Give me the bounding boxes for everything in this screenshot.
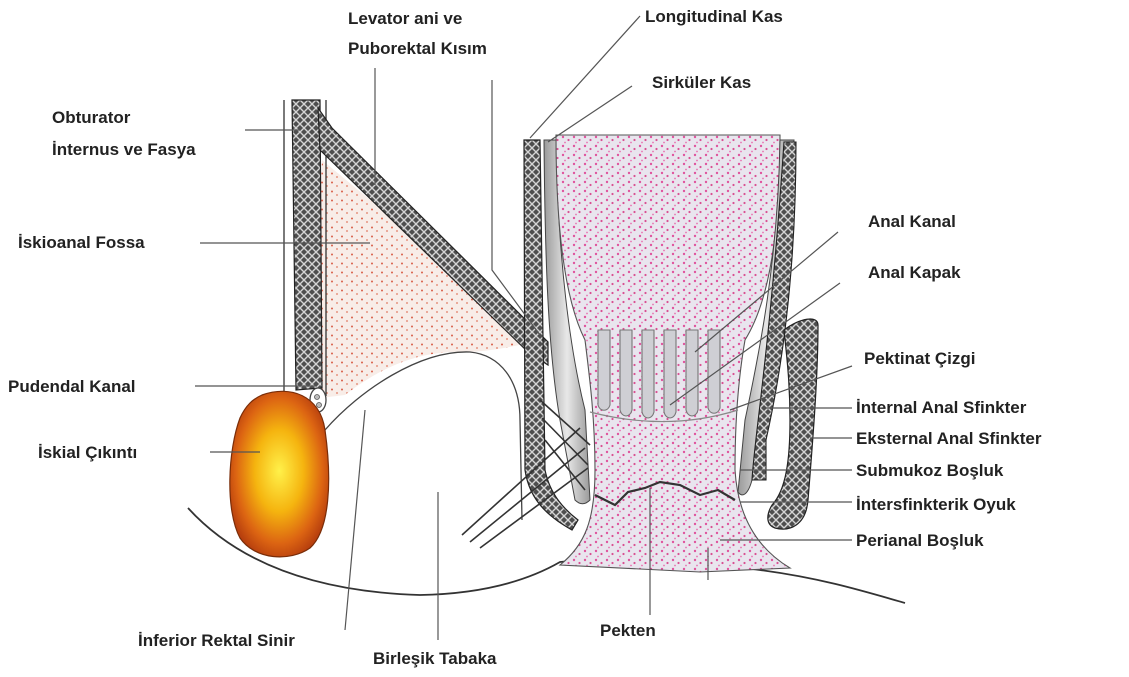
leader-longitudinal [530, 16, 640, 138]
label-iskial-cikinti: İskial Çıkıntı [38, 442, 137, 464]
ischial-tuberosity [230, 391, 329, 557]
label-internal-anal-sfinkter: İnternal Anal Sfinkter [856, 397, 1026, 419]
label-eksternal-anal-sfinkter: Eksternal Anal Sfinkter [856, 428, 1042, 450]
label-anal-kanal: Anal Kanal [868, 211, 956, 233]
label-perianal-bosluk: Perianal Boşluk [856, 530, 984, 552]
ischioanal-fossa-region [318, 160, 540, 398]
label-inferior-rektal-sinir: İnferior Rektal Sinir [138, 630, 295, 652]
label-pektinat-cizgi: Pektinat Çizgi [864, 348, 975, 370]
leader-sirkuler [548, 86, 632, 142]
label-pekten: Pekten [600, 620, 656, 642]
label-anal-kapak: Anal Kapak [868, 262, 961, 284]
label-sirkuler-kas: Sirküler Kas [652, 72, 751, 94]
label-intersfinkterik-oyuk: İntersfinkterik Oyuk [856, 494, 1016, 516]
label-iskioanal-fossa: İskioanal Fossa [18, 232, 145, 254]
label-longitudinal-kas: Longitudinal Kas [645, 6, 783, 28]
label-obturator: Obturator İnternus ve Fasya [52, 102, 196, 166]
obturator-internus-muscle [292, 100, 322, 390]
leader-inferior-rektal [345, 410, 365, 630]
label-submukoz-bosluk: Submukoz Boşluk [856, 460, 1003, 482]
label-levator-ani: Levator ani ve Puborektal Kısım [348, 4, 487, 64]
label-birlesik-tabaka: Birleşik Tabaka [373, 648, 496, 670]
label-pudendal-kanal: Pudendal Kanal [8, 376, 136, 398]
